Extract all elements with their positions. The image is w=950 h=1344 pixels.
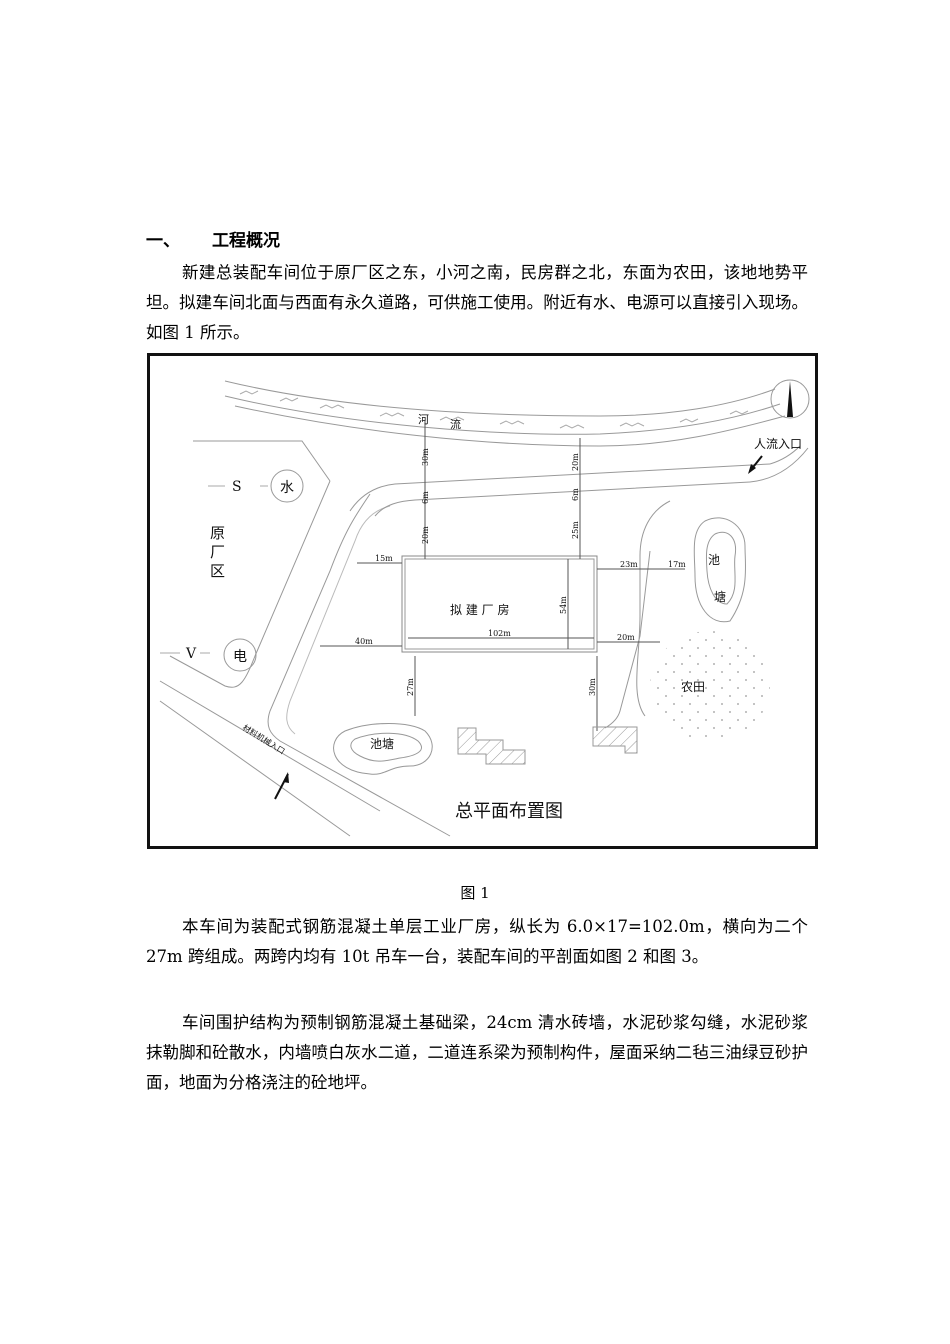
dim-river-to-road-west: 30m: [421, 448, 430, 466]
farmland-label: 农田: [681, 680, 705, 694]
pond-east-inner: [705, 531, 737, 605]
east-road-edge-2: [749, 447, 809, 483]
river-label-1: 河: [418, 413, 429, 426]
power-source-circle: [223, 638, 257, 672]
building-outline-outer: [401, 555, 598, 653]
paragraph-site-overview: 新建总装配车间位于原厂区之东，小河之南，民房群之北，东面为农田，该地地势平坦。拟…: [146, 263, 808, 342]
building-label: 拟 建 厂 房: [450, 602, 509, 617]
pond-east-label-2: 塘: [714, 589, 726, 604]
dim-west-road-top: 15m: [375, 554, 393, 563]
site-plan-drawing: 河 流 S 水 原 厂 区 V 电 拟 建 厂 房 池塘 池 塘 农田 人流入口…: [159, 379, 810, 837]
people-entrance-label: 人流入口: [754, 437, 802, 451]
water-source-circle: [270, 469, 304, 503]
dim-road-to-building-west: 20m: [421, 526, 430, 544]
north-road-north-edge: [349, 463, 771, 512]
dim-road-to-building-east: 25m: [571, 521, 580, 539]
material-entrance-label: 材料机械入口: [241, 722, 287, 756]
pond-west-label: 池塘: [370, 736, 394, 751]
dim-building-to-pond-south: 27m: [406, 678, 415, 696]
residential-houses-east: [592, 726, 638, 754]
pond-west-outer: [333, 723, 433, 775]
pond-east-outer: [693, 517, 747, 623]
figure-title: 总平面布置图: [455, 801, 563, 822]
pond-west-inner: [350, 732, 422, 762]
dimension-lines: [320, 421, 685, 731]
section-number: 一、: [146, 231, 180, 251]
building-outline-inner: [404, 558, 595, 650]
paragraph-envelope: 车间围护结构为预制钢筋混凝土基础梁，24cm 清水砖墙，水泥砂浆勾缝，水泥砂浆抹…: [146, 1013, 808, 1092]
section-title: 工程概况: [212, 231, 280, 251]
dim-building-to-road-east: 23m: [620, 560, 638, 569]
power-label: 电: [233, 649, 247, 665]
old-factory-label-1: 原: [210, 524, 225, 542]
river-waves: [239, 390, 749, 429]
dim-river-to-road-east: 20m: [571, 453, 580, 471]
west-road-inner: [267, 493, 451, 837]
old-factory-label-3: 区: [210, 562, 225, 580]
old-factory-boundary: [193, 440, 331, 482]
north-road-south-edge: [374, 481, 751, 517]
river-bank-north: [224, 380, 776, 417]
south-road-edges: [159, 680, 381, 837]
farmland-area: [650, 631, 770, 741]
dim-building-width: 54m: [559, 596, 568, 614]
dim-building-length: 102m: [488, 629, 511, 638]
site-plan-figure: 河 流 S 水 原 厂 区 V 电 拟 建 厂 房 池塘 池 塘 农田 人流入口…: [147, 353, 818, 849]
river-label-2: 流: [450, 417, 461, 431]
dim-building-to-houses-south: 30m: [588, 678, 597, 696]
pond-east-label-1: 池: [708, 553, 720, 567]
dim-road-to-pond-east: 17m: [668, 560, 686, 569]
dim-road-width-east: 6m: [571, 488, 580, 501]
old-factory-label-2: 厂: [210, 543, 225, 561]
water-label: 水: [280, 480, 294, 496]
section-heading: 一、 工程概况: [146, 226, 280, 251]
river-bank-south: [234, 405, 786, 447]
dim-west-road-bottom: 40m: [355, 637, 373, 646]
east-road-west-edge: [636, 500, 671, 717]
figure-caption: 图 1: [460, 884, 490, 902]
paragraph-structure: 本车间为装配式钢筋混凝土单层工业厂房，纵长为 6.0×17=102.0m，横向为…: [146, 917, 808, 966]
residential-houses-west: [457, 727, 526, 765]
east-road-edge-1: [769, 445, 801, 465]
north-arrow-circle: [770, 379, 810, 419]
north-arrow-icon: [787, 381, 793, 417]
power-symbol: V: [185, 646, 197, 662]
dim-building-to-road-east-bottom: 20m: [617, 633, 635, 642]
dim-road-width-west: 6m: [421, 491, 430, 504]
water-symbol: S: [232, 479, 242, 495]
west-road-outer: [169, 480, 331, 688]
river-bank-north-inner: [224, 395, 781, 435]
